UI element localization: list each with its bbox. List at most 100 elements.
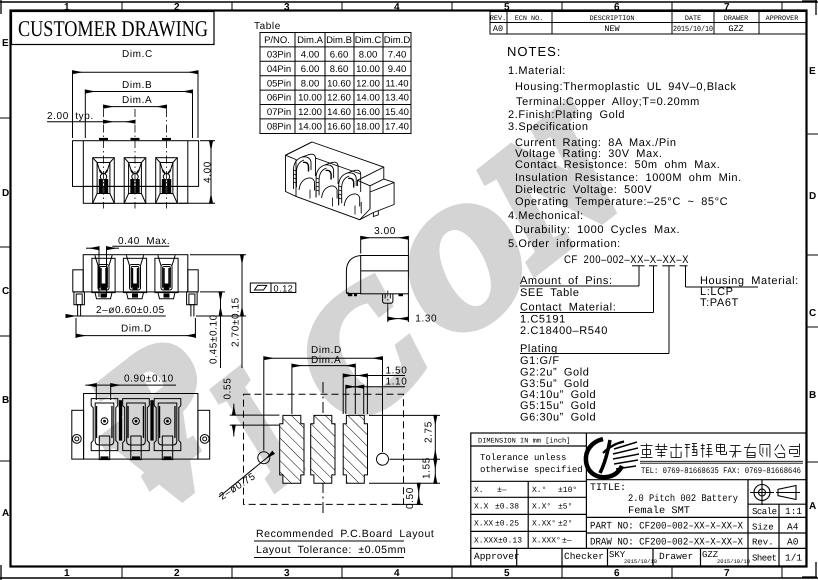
svg-text:0.50: 0.50 bbox=[405, 487, 416, 509]
svg-text:1:1: 1:1 bbox=[785, 506, 802, 517]
svg-text:X.X°: X.X° bbox=[532, 503, 551, 512]
svg-text:Dielectric Voltage: 500V: Dielectric Voltage: 500V bbox=[515, 184, 652, 196]
svg-text:DIMENSION IN mm [inch]: DIMENSION IN mm [inch] bbox=[478, 437, 570, 446]
svg-text:±—: ±— bbox=[562, 537, 572, 546]
svg-text:±0.13: ±0.13 bbox=[498, 537, 522, 546]
svg-text:DRAWER: DRAWER bbox=[724, 15, 748, 23]
svg-text:4.00: 4.00 bbox=[301, 50, 320, 61]
svg-text:4: 4 bbox=[394, 568, 400, 579]
svg-text:8.00: 8.00 bbox=[301, 78, 320, 89]
svg-text:APPROVER: APPROVER bbox=[766, 15, 799, 23]
svg-text:Dim.D: Dim.D bbox=[121, 324, 152, 335]
svg-text:Dim.A: Dim.A bbox=[297, 35, 324, 46]
svg-text:NEW: NEW bbox=[604, 24, 620, 34]
svg-text:GZZ: GZZ bbox=[728, 24, 743, 34]
svg-text:X.X: X.X bbox=[474, 503, 489, 512]
svg-text:otherwise specified: otherwise specified bbox=[480, 465, 583, 475]
svg-text:8.00: 8.00 bbox=[359, 50, 378, 61]
svg-text:7: 7 bbox=[724, 2, 730, 13]
svg-text:13.40: 13.40 bbox=[385, 93, 409, 104]
svg-text:C: C bbox=[2, 286, 9, 297]
svg-text:Recommended P.C.Board Layout: Recommended P.C.Board Layout bbox=[256, 528, 434, 540]
svg-text:Dim.B: Dim.B bbox=[326, 35, 352, 46]
svg-text:1.10: 1.10 bbox=[386, 377, 408, 388]
svg-text:A0: A0 bbox=[493, 24, 503, 34]
svg-text:SKY: SKY bbox=[609, 550, 626, 560]
svg-text:5.Order information:: 5.Order information: bbox=[508, 238, 621, 250]
svg-text:2: 2 bbox=[174, 568, 180, 579]
svg-text:2.75: 2.75 bbox=[424, 421, 435, 443]
svg-text:PART NO: CF200–002–XX–X–XX–X: PART NO: CF200–002–XX–X–XX–X bbox=[590, 522, 743, 533]
svg-text:Dim.A: Dim.A bbox=[311, 355, 341, 366]
svg-text:Table: Table bbox=[254, 21, 281, 32]
svg-text:2015/10/10: 2015/10/10 bbox=[624, 558, 657, 565]
svg-text:1.Material:: 1.Material: bbox=[508, 65, 566, 77]
svg-text:6.00: 6.00 bbox=[301, 64, 320, 75]
svg-text:0.90±0.10: 0.90±0.10 bbox=[124, 374, 174, 385]
svg-text:4.00: 4.00 bbox=[203, 161, 214, 183]
svg-text:6: 6 bbox=[614, 568, 620, 579]
svg-text:05Pin: 05Pin bbox=[267, 78, 291, 89]
svg-text:Dim.C: Dim.C bbox=[355, 35, 382, 46]
svg-text:Drawer: Drawer bbox=[659, 551, 693, 562]
svg-text:1.C5191: 1.C5191 bbox=[520, 314, 566, 326]
svg-text:1: 1 bbox=[64, 568, 70, 579]
svg-text:X.XXX: X.XXX bbox=[474, 537, 498, 546]
svg-text:±—: ±— bbox=[497, 486, 507, 495]
svg-text:2: 2 bbox=[174, 2, 180, 13]
svg-text:CF 200–002–XX–X–XX–X: CF 200–002–XX–X–XX–X bbox=[564, 254, 689, 266]
svg-text:3: 3 bbox=[284, 568, 290, 579]
svg-text:1.50: 1.50 bbox=[386, 365, 408, 376]
svg-text:Tolerance unless: Tolerance unless bbox=[480, 453, 566, 463]
svg-text:Approver: Approver bbox=[474, 551, 520, 562]
svg-text:ECN NO.: ECN NO. bbox=[515, 15, 544, 23]
svg-text:5: 5 bbox=[504, 2, 510, 13]
svg-text:03Pin: 03Pin bbox=[267, 50, 291, 61]
svg-text:REV.: REV. bbox=[490, 15, 506, 23]
svg-text:Current Rating: 8A Max./Pin: Current Rating: 8A Max./Pin bbox=[515, 137, 677, 149]
svg-text:1.30: 1.30 bbox=[415, 314, 437, 325]
svg-text:Layout Tolerance: ±0.05mm: Layout Tolerance: ±0.05mm bbox=[256, 544, 406, 556]
svg-text:DATE: DATE bbox=[685, 15, 701, 23]
svg-text:14.60: 14.60 bbox=[327, 107, 351, 118]
svg-text:2015/10/10: 2015/10/10 bbox=[673, 25, 713, 34]
svg-text:Sheet: Sheet bbox=[752, 554, 777, 564]
svg-text:A0: A0 bbox=[787, 537, 799, 548]
svg-text:±5°: ±5° bbox=[558, 503, 572, 512]
svg-text:06Pin: 06Pin bbox=[267, 93, 291, 104]
svg-text:3: 3 bbox=[284, 2, 290, 13]
svg-text:0.45±0.10: 0.45±0.10 bbox=[209, 314, 220, 364]
svg-text:Operating Temperature:–25°C ~: Operating Temperature:–25°C ~ 85°C bbox=[515, 196, 728, 208]
svg-text:Checker: Checker bbox=[564, 551, 604, 562]
svg-text:±2°: ±2° bbox=[558, 520, 572, 529]
svg-text:Dim.D: Dim.D bbox=[384, 35, 411, 46]
svg-text:A: A bbox=[809, 501, 816, 512]
svg-text:04Pin: 04Pin bbox=[267, 64, 291, 75]
svg-text:Contact Material:: Contact Material: bbox=[520, 302, 616, 314]
svg-text:2.70±0.15: 2.70±0.15 bbox=[230, 297, 241, 347]
svg-text:Housing:Thermoplastic UL 94V–0: Housing:Thermoplastic UL 94V–0,Black bbox=[515, 81, 737, 93]
svg-text:Female SMT: Female SMT bbox=[628, 505, 690, 517]
svg-text:B: B bbox=[809, 390, 816, 401]
svg-text:A4: A4 bbox=[787, 522, 799, 533]
svg-text:8.60: 8.60 bbox=[330, 64, 349, 75]
svg-text:Dim.D: Dim.D bbox=[311, 345, 342, 356]
svg-text:±10°: ±10° bbox=[558, 486, 577, 495]
svg-text:Amount of Pins:: Amount of Pins: bbox=[520, 275, 613, 287]
svg-text:18.00: 18.00 bbox=[356, 122, 380, 133]
svg-text:7: 7 bbox=[724, 568, 730, 579]
svg-text:2.Finish:Plating Gold: 2.Finish:Plating Gold bbox=[508, 109, 625, 121]
svg-text:08Pin: 08Pin bbox=[267, 122, 291, 133]
svg-text:DESCRIPTION: DESCRIPTION bbox=[590, 15, 635, 23]
svg-text:X.XX°: X.XX° bbox=[532, 520, 556, 529]
svg-text:T:PA6T: T:PA6T bbox=[700, 297, 739, 309]
svg-text:Dim.A: Dim.A bbox=[122, 95, 152, 106]
svg-text:G6:30u” Gold: G6:30u” Gold bbox=[520, 412, 596, 424]
svg-text:SEE Table: SEE Table bbox=[520, 287, 580, 299]
svg-text:2.00 typ.: 2.00 typ. bbox=[47, 111, 94, 122]
svg-text:0.40 Max.: 0.40 Max. bbox=[118, 236, 170, 247]
svg-text:CUSTOMER DRAWING: CUSTOMER DRAWING bbox=[18, 16, 208, 41]
svg-text:DRAW NO: CF200–002–XX–X–XX–X: DRAW NO: CF200–002–XX–X–XX–X bbox=[590, 538, 743, 549]
svg-text:TITLE:: TITLE: bbox=[590, 483, 626, 494]
svg-text:NOTES:: NOTES: bbox=[507, 44, 561, 59]
